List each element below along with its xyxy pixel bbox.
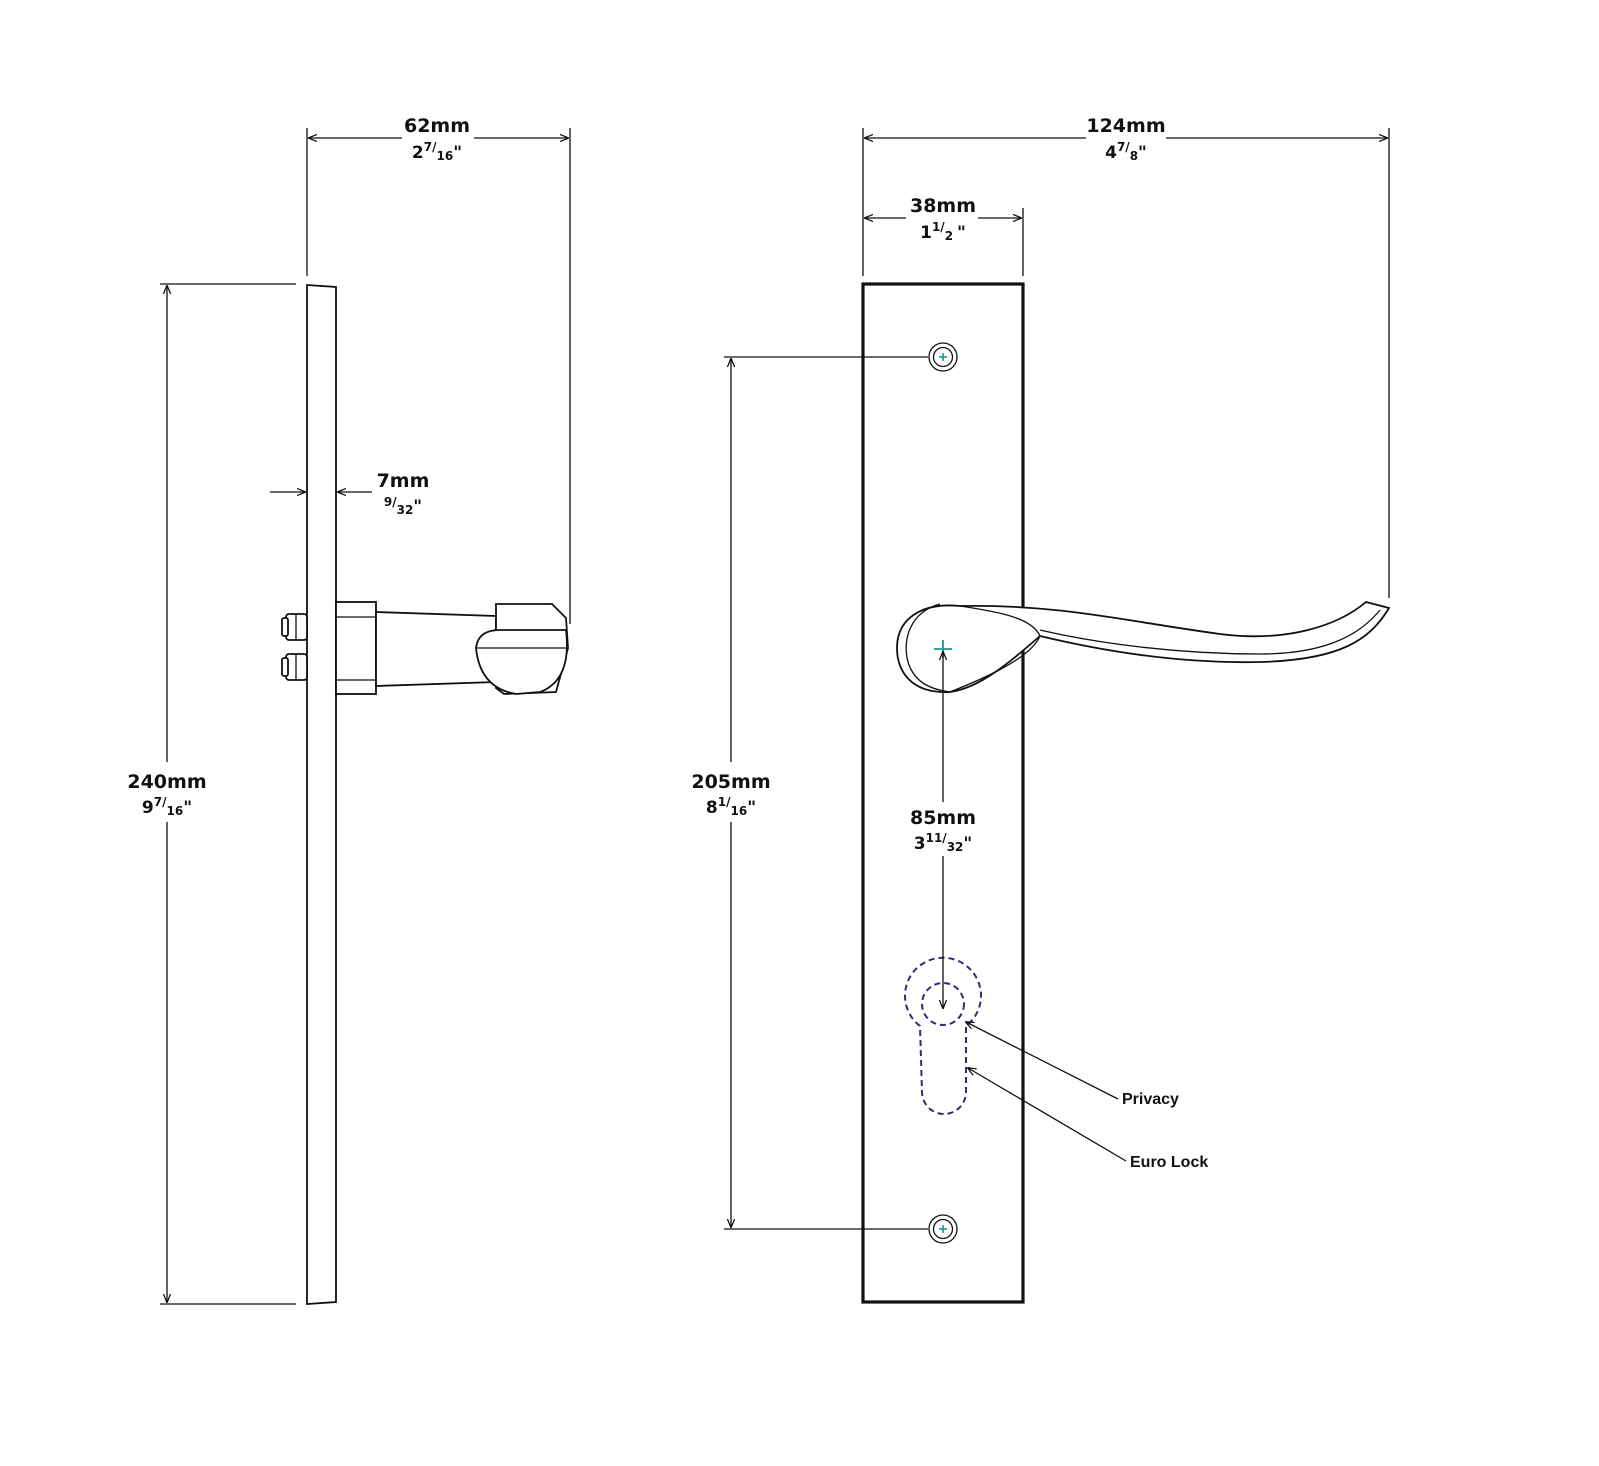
projection-mm: 124mm [1086,115,1165,137]
euro-lock-callout: Euro Lock [1130,1154,1208,1171]
backset-mm: 85mm [910,807,976,829]
side-depth-inch: 27/16" [412,140,462,163]
side-backplate [306,284,337,1305]
screw-centers-inch: 81/16" [706,795,756,818]
side-thickness-mm: 7mm [377,470,430,492]
side-thickness-inch: 9/32" [384,495,422,517]
projection-inch: 47/8" [1105,140,1147,163]
privacy-callout: Privacy [1122,1091,1179,1108]
top-screw [928,342,958,372]
side-view: 62mm 27/16" 7mm 9/32" 240mm 97/16" [127,115,571,1305]
side-height-inch: 97/16" [142,795,192,818]
plate-width-mm: 38mm [910,195,976,217]
front-backplate [861,282,1025,1304]
front-view: 85mm 311/32" 124mm 47/8" 38mm 11/2" 205m… [691,115,1391,1304]
screw-centers-mm: 205mm [691,771,770,793]
plate-width-inch: 11/2" [920,220,966,243]
side-spindle-studs [281,613,308,681]
side-depth-mm: 62mm [404,115,470,137]
lever-handle [896,601,1391,693]
euro-lock-cutout [904,956,982,1115]
backset-inch: 311/32" [914,831,973,854]
bottom-screw [928,1214,958,1244]
side-height-mm: 240mm [127,771,206,793]
